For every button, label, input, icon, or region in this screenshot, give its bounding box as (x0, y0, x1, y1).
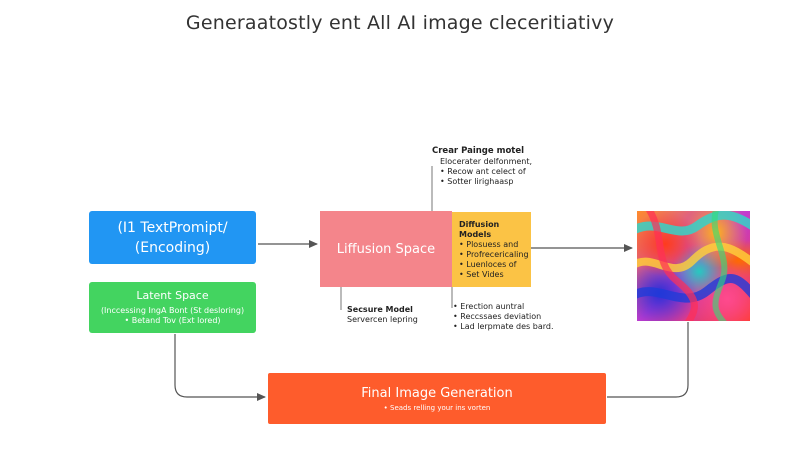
diffusion-models-node: Diffusion Models • Plosuess and • Profre… (452, 212, 531, 287)
latent-space-line: • Betand Tov (Ext lored) (124, 316, 221, 325)
diffusion-models-item: • Set Vides (459, 270, 504, 279)
latent-space-line: (Inccessing IngA Bont (St desloring) (100, 306, 245, 315)
final-generation-subtitle: • Seads relling your ins vorten (383, 403, 491, 412)
connector-output-to-final (607, 322, 689, 398)
diffusion-models-item: • Profrecericaling (459, 250, 529, 259)
diffusion-models-heading: Diffusion (459, 220, 500, 229)
bottom-note-line: • Reccssaes deviation (453, 312, 542, 321)
latent-space-node: Latent Space (Inccessing IngA Bont (St d… (89, 282, 256, 333)
final-generation-title: Final Image Generation (361, 385, 513, 401)
final-image-generation-node: Final Image Generation • Seads relling y… (268, 373, 606, 424)
text-prompt-label-line1: (I1 TextPromipt/ (117, 219, 228, 236)
diffusion-models-heading: Models (459, 230, 492, 239)
text-prompt-label-line2: (Encoding) (134, 239, 211, 256)
diffusion-models-item: • Plosuess and (459, 240, 519, 249)
bottom-note: • Erection auntral • Reccssaes deviation… (453, 302, 554, 332)
diffusion-space-node: Liffusion Space (320, 211, 452, 287)
latent-space-title: Latent Space (136, 289, 209, 302)
secure-model-note: Secsure Model Servercen lepring (347, 305, 418, 325)
top-note-heading: Crear Painge motel (432, 146, 525, 156)
bottom-note-line: • Lad lerpmate des bard. (453, 322, 554, 331)
top-note-line: • Sotter lirighaasp (440, 177, 514, 186)
arrow-latent-to-final (174, 334, 266, 401)
diagram-title: Generaatostly ent All AI image cleceriti… (185, 12, 615, 34)
diffusion-space-label: Liffusion Space (336, 241, 436, 257)
generated-image-output (637, 211, 750, 321)
diffusion-models-item: • Luenloces of (459, 260, 517, 269)
generated-image-swirls (637, 211, 750, 321)
text-prompt-node: (I1 TextPromipt/ (Encoding) (89, 211, 256, 264)
top-note-line: Elocerater delfonment, (440, 157, 533, 166)
top-note-line: • Recow ant celect of (440, 167, 526, 176)
top-note: Crear Painge motel Elocerater delfonment… (432, 146, 532, 187)
secure-model-line: Servercen lepring (347, 315, 418, 324)
bottom-note-line: • Erection auntral (453, 302, 525, 311)
secure-model-heading: Secsure Model (347, 305, 413, 314)
